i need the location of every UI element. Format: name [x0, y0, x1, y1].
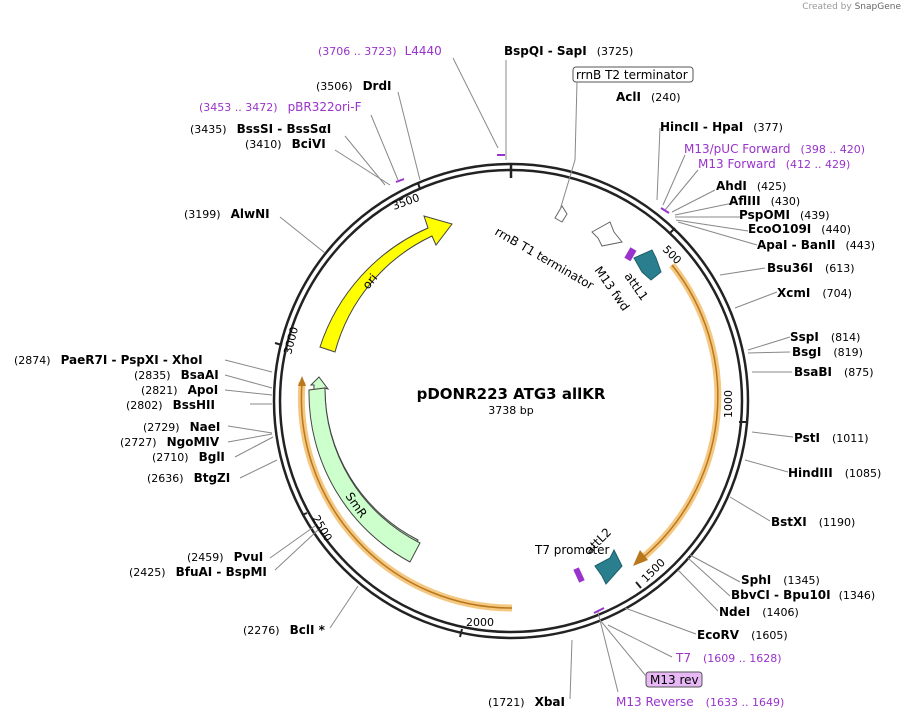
label-BbvCI-Bpu10I: BbvCI - Bpu10I(1346): [731, 588, 875, 602]
label-BspQI-SapI: BspQI - SapI(3725): [504, 44, 633, 58]
label-BstXI: BstXI(1190): [771, 515, 855, 529]
rrnb-t1-label: rrnB T1 terminator: [493, 224, 597, 292]
label-Bsu36I: Bsu36I(613): [767, 261, 855, 275]
credit-prefix: Created by: [802, 2, 852, 12]
label-BsaAI: (2835)BsaAI: [134, 368, 219, 382]
label-XbaI: (1721)XbaI: [488, 695, 565, 709]
m13fwd-label: M13 fwd: [592, 264, 633, 314]
label-SspI: SspI(814): [790, 330, 860, 344]
label-NgoMIV: (2727)NgoMIV: [120, 435, 220, 449]
tick-2500: 2500: [309, 513, 334, 544]
orf-right-core: [639, 264, 719, 561]
snapgene-logo: SnapGene: [854, 2, 901, 12]
label-DrdI: (3506)DrdI: [316, 79, 392, 93]
label-BciVI: (3410)BciVI: [245, 137, 326, 151]
label-BclI: (2276)BclI *: [243, 623, 326, 637]
rrnb-t2-box: [572, 66, 694, 83]
orf-right-head: [633, 550, 648, 566]
label-T7: T7(1609 .. 1628): [675, 651, 782, 665]
label-NdeI: NdeI(1406): [719, 605, 799, 619]
label-EcoRV: EcoRV(1605): [697, 628, 788, 642]
orf-left-core: [300, 381, 513, 609]
label-M13-pUC-Forward: M13/pUC Forward(398 .. 420): [684, 142, 865, 156]
label-AflIII: AflIII(430): [729, 194, 800, 208]
attl1-arrow: [633, 249, 662, 281]
label-M13-Reverse: M13 Reverse(1633 .. 1649): [616, 695, 784, 709]
tick-500: 500: [660, 243, 684, 267]
attl2-arrow: [594, 548, 623, 585]
m13-fwd-marker: [624, 247, 637, 262]
orf-right: [637, 262, 722, 563]
plasmid-length: 3738 bp: [488, 404, 533, 417]
label-ApoI: (2821)ApoI: [141, 383, 218, 397]
orf-left-head: [298, 376, 306, 386]
label-AhdI: AhdI(425): [716, 179, 786, 193]
label-BsaBI: BsaBI(875): [794, 365, 874, 379]
rrnb-t1-arrow: [591, 221, 623, 247]
rrnb-t2-arrow: [554, 205, 568, 223]
label-PspOMI: PspOMI(439): [739, 208, 830, 222]
label-HincII-HpaI: HincII - HpaI(377): [660, 120, 783, 134]
label-PaeR7I-PspXI-XhoI: (2874)PaeR7I - PspXI - XhoI: [14, 353, 203, 367]
label-L4440: (3706 .. 3723)L4440: [318, 44, 442, 58]
label-BfuAI-BspMI: (2425)BfuAI - BspMI: [129, 565, 267, 579]
ori-arrow: [319, 215, 453, 353]
label-EcoO109I: EcoO109I(440): [748, 222, 851, 236]
label-M13-Forward: M13 Forward(412 .. 429): [698, 157, 850, 171]
label-BssHII: (2802)BssHII: [126, 398, 215, 412]
tick-1000: 1000: [722, 390, 735, 418]
label-PstI: PstI(1011): [794, 431, 869, 445]
label-AlwNI: (3199)AlwNI: [184, 207, 270, 221]
leader-lines: [224, 57, 794, 700]
credit: Created by SnapGene: [802, 2, 901, 12]
m13rev-label: M13 rev: [650, 673, 699, 687]
label-XcmI: XcmI(704): [777, 286, 852, 300]
tick-2000: 2000: [466, 616, 494, 629]
orf-left: [297, 381, 513, 612]
label-SphI: SphI(1345): [741, 573, 820, 587]
label-PvuI: (2459)PvuI: [187, 550, 263, 564]
label-BssSI: (3435)BssSI - BssSαI: [190, 122, 331, 136]
label-BtgZI: (2636)BtgZI: [147, 471, 230, 485]
label-HindIII: HindIII(1085): [788, 466, 881, 480]
label-BglI: (2710)BglI: [152, 450, 225, 464]
smr-body: [308, 387, 421, 563]
label-NaeI: (2729)NaeI: [143, 420, 220, 434]
site-labels: (3706 .. 3723)L4440 BspQI - SapI(3725) (…: [14, 44, 881, 709]
t7-marker: [573, 567, 585, 583]
label-pBR322ori-F: (3453 .. 3472)pBR322ori-F: [199, 100, 362, 114]
label-AclI: AclI(240): [616, 90, 681, 104]
label-ApaI-BanII: ApaI - BanII(443): [757, 238, 875, 252]
t7-promoter-label: T7 promoter: [534, 543, 610, 557]
rrnb-t2-label: rrnB T2 terminator: [576, 68, 688, 82]
label-BsgI: BsgI(819): [792, 345, 863, 359]
plasmid-name: pDONR223 ATG3 allKR: [417, 385, 606, 403]
m13rev-box: [645, 671, 703, 688]
